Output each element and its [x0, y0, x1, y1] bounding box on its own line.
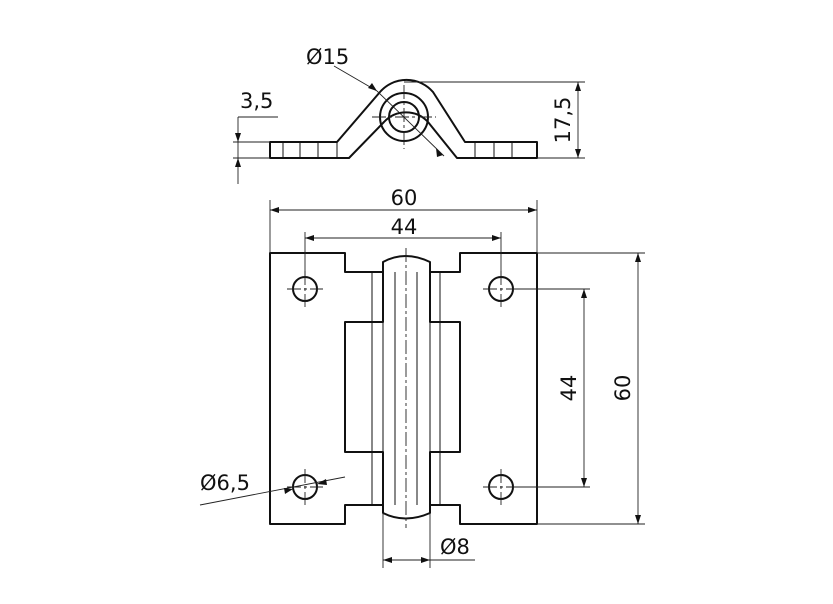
arrowhead [635, 515, 641, 524]
arrowhead [270, 207, 279, 213]
arrowhead [436, 148, 443, 157]
dim-top-pin-diameter: Ø15 [306, 45, 349, 69]
right-leaf [429, 252, 538, 525]
hinge-front-view: 60 44 44 60 Ø6,5 Ø8 [199, 186, 645, 568]
arrowhead [368, 83, 377, 91]
dim-hole-spacing-vertical: 44 [557, 375, 581, 402]
arrowhead [581, 478, 587, 487]
dim-pin-diameter: Ø8 [440, 535, 470, 559]
arrowhead [305, 235, 314, 241]
hinge-pin [382, 255, 431, 520]
leader-line [199, 476, 346, 506]
arrowhead [235, 133, 241, 142]
top-view-outline [269, 78, 538, 159]
arrowhead [317, 479, 327, 485]
arrowhead [284, 488, 293, 494]
arrowhead [528, 207, 537, 213]
left-leaf [269, 252, 384, 525]
dim-overall-height: 60 [611, 375, 635, 402]
arrowhead [421, 557, 430, 563]
arrowhead [635, 253, 641, 262]
arrowhead [492, 235, 501, 241]
arrowhead [575, 82, 581, 91]
dim-top-height: 17,5 [551, 97, 575, 144]
dim-hole-diameter: Ø6,5 [200, 471, 250, 495]
arrowhead [235, 158, 241, 167]
dim-overall-width: 60 [391, 186, 418, 210]
leader-line [376, 90, 445, 157]
hinge-top-view: Ø15 3,5 17,5 [233, 45, 585, 184]
dim-hole-spacing-horizontal: 44 [391, 215, 418, 239]
dim-top-thickness: 3,5 [240, 89, 273, 113]
arrowhead [575, 149, 581, 158]
arrowhead [383, 557, 392, 563]
arrowhead [581, 289, 587, 298]
